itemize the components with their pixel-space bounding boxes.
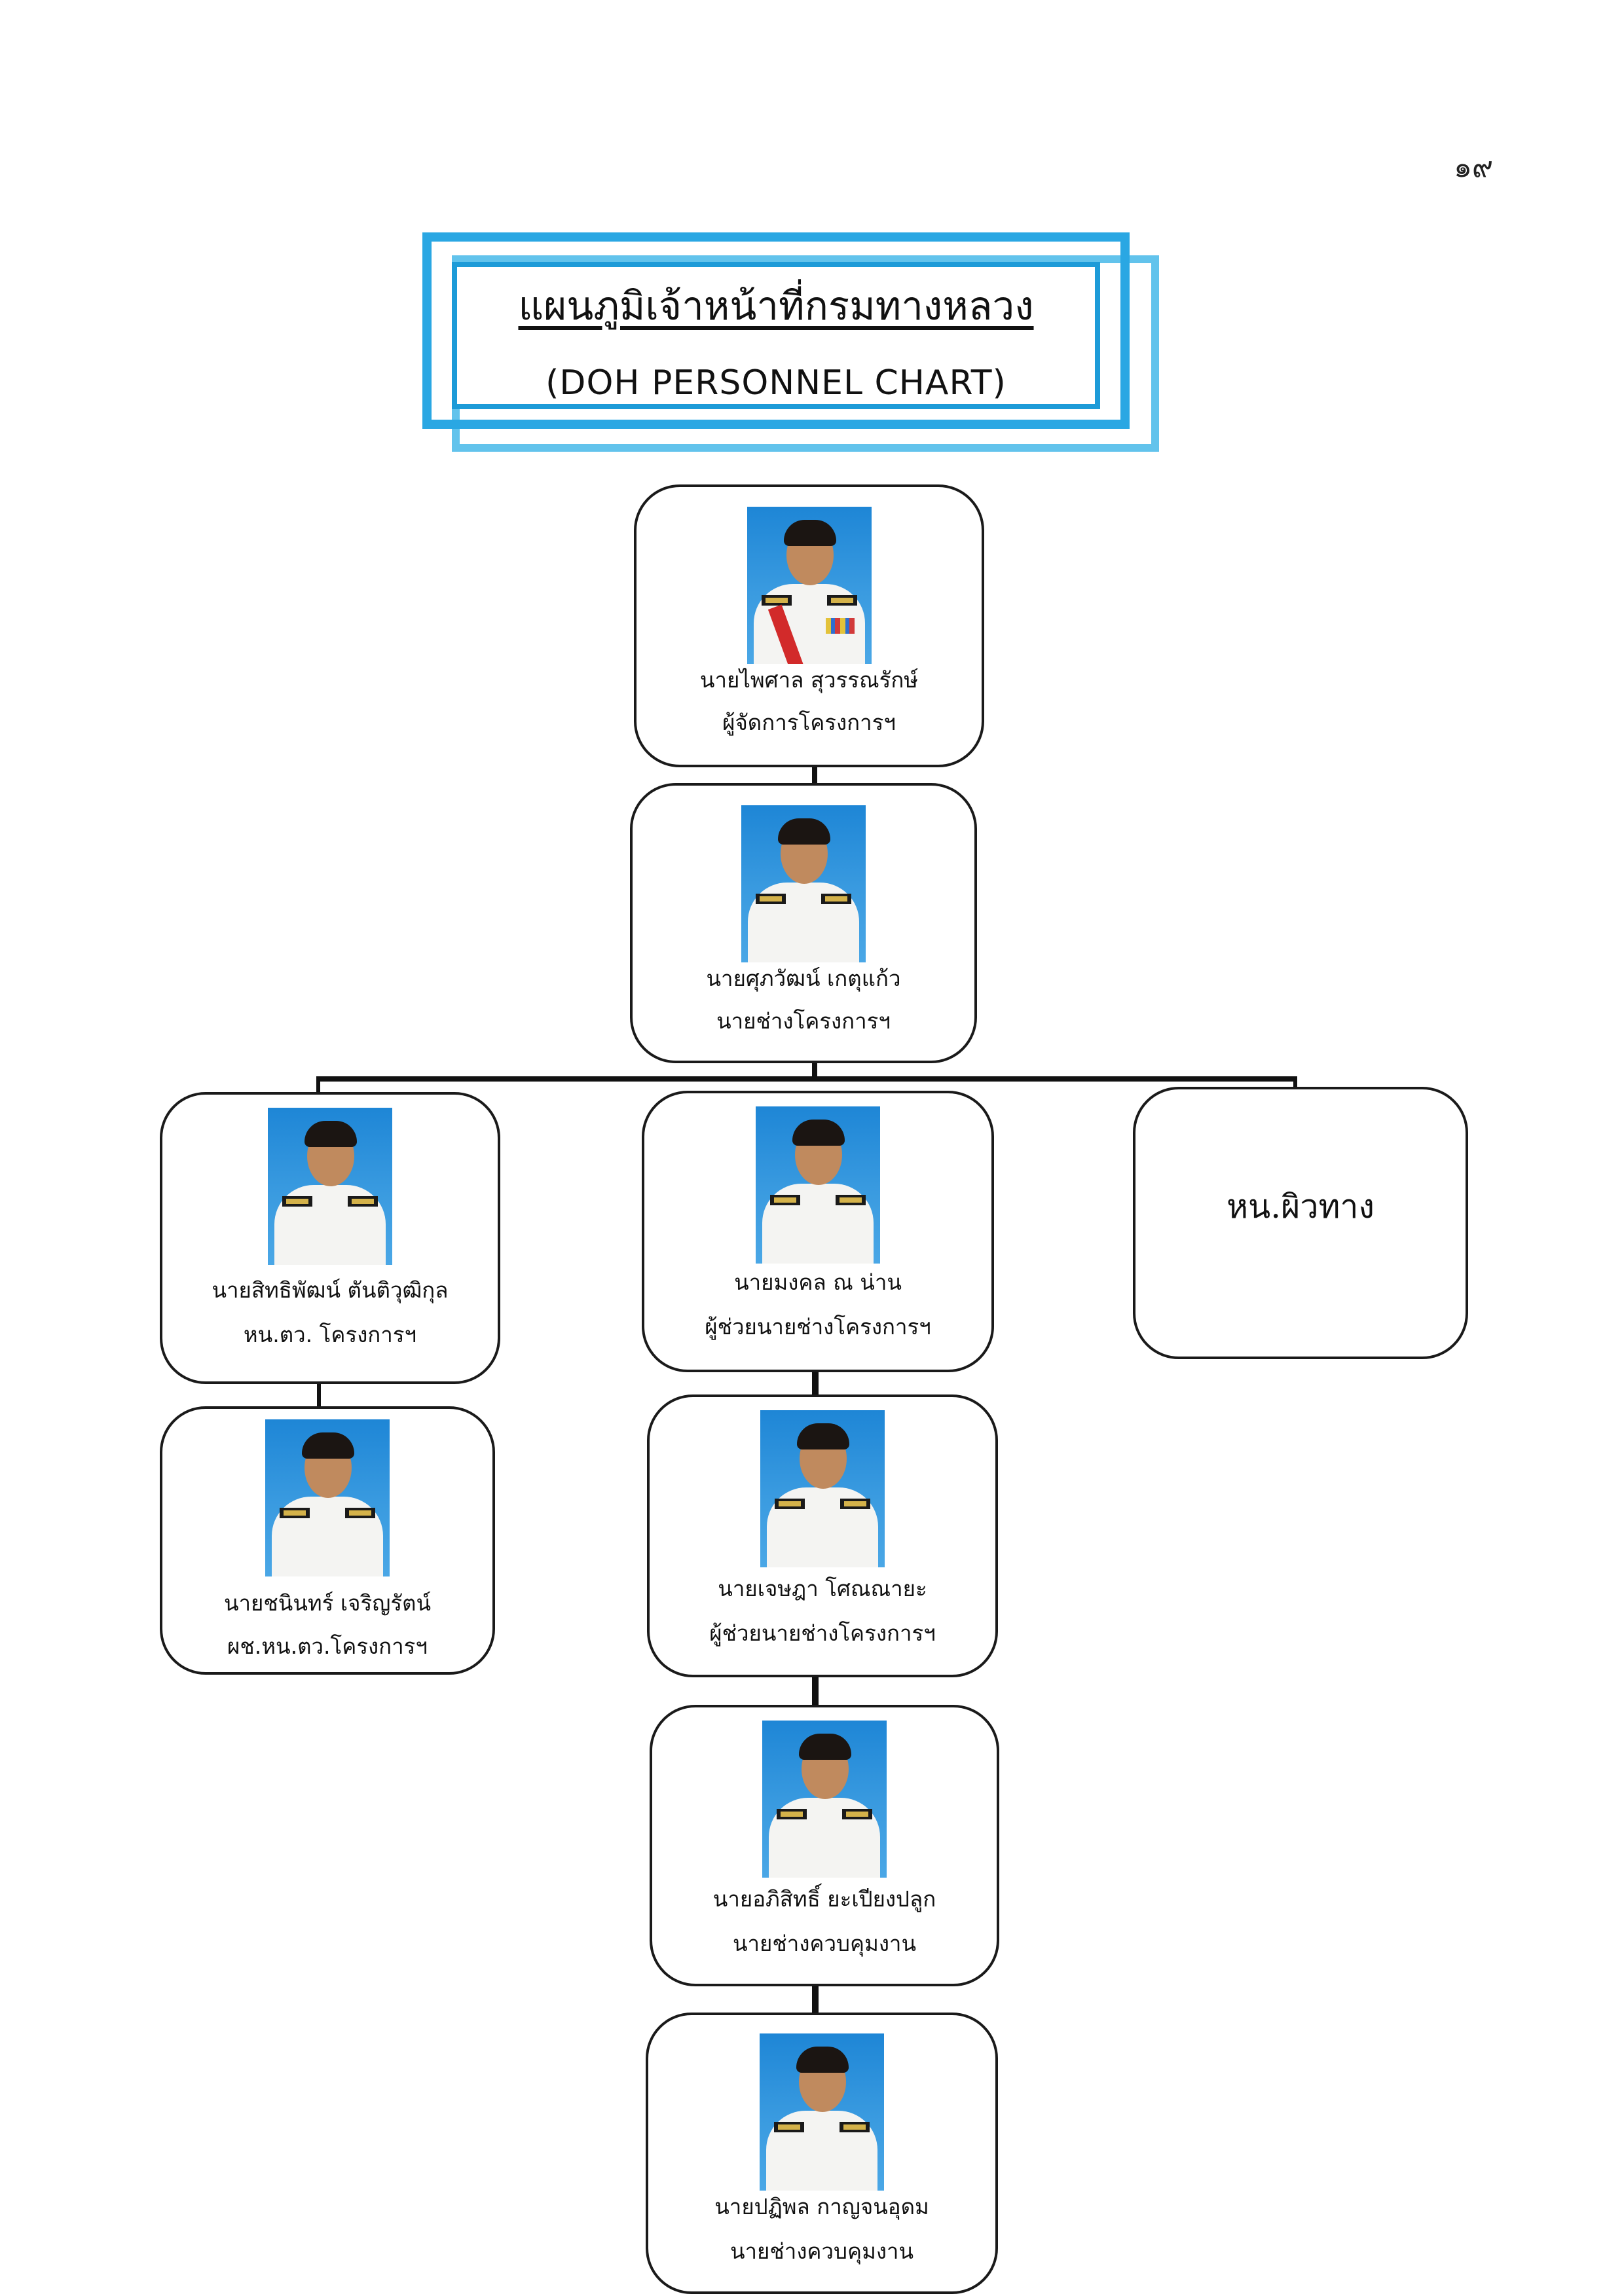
connector-manager-engineer (812, 766, 817, 786)
connector-survey-assistant (317, 1381, 321, 1409)
connector-asst1-asst2 (812, 1370, 819, 1399)
connector-engineer-branch (812, 1061, 817, 1082)
supervisor-1-role: นายช่างควบคุมงาน (732, 1931, 917, 1956)
connector-branch-survey (316, 1076, 320, 1093)
manager-role: ผู้จัดการโครงการฯ (722, 710, 896, 735)
assistant-engineer-2-photo (760, 1410, 885, 1567)
chart-title-english: (DOH PERSONNEL CHART) (545, 363, 1006, 403)
chart-title-thai: แผนภูมิเจ้าหน้าที่กรมทางหลวง (518, 283, 1034, 329)
survey-assistant-role: ผช.หน.ตว.โครงการฯ (227, 1633, 428, 1659)
survey-head-name: นายสิทธิพัฒน์ ตันติวุฒิกุล (212, 1277, 449, 1303)
connector-branch-pavement (1293, 1076, 1297, 1093)
node-survey-assistant: นายชนินทร์ เจริญรัตน์ ผช.หน.ตว.โครงการฯ (160, 1406, 495, 1675)
node-supervisor-1: นายอภิสิทธิ์ ยะเปียงปลูก นายช่างควบคุมงา… (650, 1705, 999, 1986)
node-assistant-engineer-1: นายมงคล ณ น่าน ผู้ช่วยนายช่างโครงการฯ (642, 1091, 994, 1372)
node-pavement-head: หน.ผิวทาง (1133, 1087, 1468, 1359)
supervisor-1-photo (762, 1721, 887, 1878)
manager-photo (747, 507, 872, 664)
connector-asst2-supervisor1 (812, 1674, 819, 1708)
assistant-engineer-1-photo (756, 1106, 880, 1264)
assistant-engineer-1-role: ผู้ช่วยนายช่างโครงการฯ (705, 1314, 931, 1339)
page-number: ๑๙ (1454, 151, 1494, 184)
connector-horizontal-branch (316, 1076, 1297, 1082)
title-frame-inner (452, 262, 1100, 409)
pavement-head-label: หน.ผิวทาง (1227, 1188, 1375, 1226)
node-supervisor-2: นายปฏิพล กาญจนอุดม นายช่างควบคุมงาน (646, 2013, 998, 2294)
node-survey-head: นายสิทธิพัฒน์ ตันติวุฒิกุล หน.ตว. โครงกา… (160, 1092, 500, 1384)
node-manager: นายไพศาล สุวรรณรักษ์ ผู้จัดการโครงการฯ (634, 484, 984, 767)
supervisor-1-name: นายอภิสิทธิ์ ยะเปียงปลูก (712, 1886, 936, 1912)
node-project-engineer: นายศุภวัฒน์ เกตุแก้ว นายช่างโครงการฯ (630, 783, 977, 1063)
supervisor-2-photo (760, 2033, 884, 2191)
supervisor-2-role: นายช่างควบคุมงาน (729, 2238, 914, 2264)
assistant-engineer-2-name: นายเจษฎา โศณณายะ (718, 1576, 927, 1601)
survey-head-role: หน.ตว. โครงการฯ (243, 1322, 417, 1347)
project-engineer-name: นายศุภวัฒน์ เกตุแก้ว (706, 966, 901, 991)
supervisor-2-name: นายปฏิพล กาญจนอุดม (714, 2194, 929, 2219)
assistant-engineer-2-role: ผู้ช่วยนายช่างโครงการฯ (709, 1620, 936, 1646)
assistant-engineer-1-name: นายมงคล ณ น่าน (734, 1269, 902, 1295)
project-engineer-photo (741, 805, 866, 962)
survey-assistant-name: นายชนินทร์ เจริญรัตน์ (223, 1590, 432, 1616)
survey-assistant-photo (265, 1419, 390, 1576)
survey-head-photo (268, 1108, 392, 1265)
node-assistant-engineer-2: นายเจษฎา โศณณายะ ผู้ช่วยนายช่างโครงการฯ (647, 1394, 998, 1677)
manager-name: นายไพศาล สุวรรณรักษ์ (699, 667, 919, 693)
project-engineer-role: นายช่างโครงการฯ (716, 1008, 891, 1034)
title-frame-front (422, 232, 1130, 429)
connector-supervisor1-supervisor2 (812, 1982, 819, 2016)
